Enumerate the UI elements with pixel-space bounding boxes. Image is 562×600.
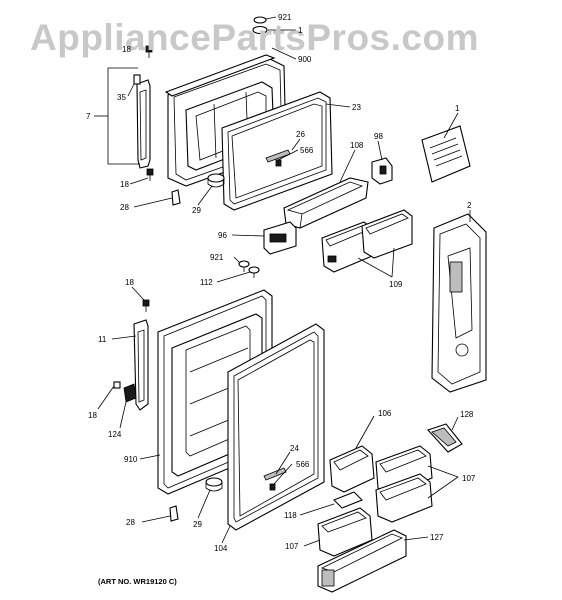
callout-1-top: 1 xyxy=(298,26,303,35)
door-bin-107b xyxy=(375,473,433,523)
freezer-gasket xyxy=(221,91,333,211)
callout-910: 910 xyxy=(124,455,138,464)
callout-18-b: 18 xyxy=(120,180,129,189)
part-96 xyxy=(263,221,297,255)
callout-26: 26 xyxy=(296,130,305,139)
callout-921-b: 921 xyxy=(210,253,224,262)
fresh-food-gasket xyxy=(227,323,325,531)
callout-28-a: 28 xyxy=(120,203,129,212)
freezer-cap-35 xyxy=(133,74,141,85)
callout-23: 23 xyxy=(352,103,361,112)
plug-921-mid xyxy=(238,260,250,272)
door-stop-24 xyxy=(263,467,287,491)
callout-921-top: 921 xyxy=(278,13,292,22)
manual-1 xyxy=(421,125,471,183)
hinge-124 xyxy=(113,381,137,403)
freezer-handle xyxy=(136,79,151,169)
callout-29-b: 29 xyxy=(193,520,202,529)
callout-124: 124 xyxy=(108,430,122,439)
plug-921-top xyxy=(252,16,268,35)
screw-18-lower xyxy=(146,168,154,181)
cover-2 xyxy=(431,213,487,393)
callout-18-d: 18 xyxy=(88,411,97,420)
callout-107-a: 107 xyxy=(462,474,476,483)
door-bin-107c xyxy=(317,507,373,557)
callout-35: 35 xyxy=(117,93,126,102)
callout-107-b: 107 xyxy=(285,542,299,551)
callout-900: 900 xyxy=(298,55,312,64)
callout-98: 98 xyxy=(374,132,383,141)
cup-29-bottom xyxy=(205,477,223,492)
art-number: (ART NO. WR19120 C) xyxy=(98,577,177,586)
callout-109: 109 xyxy=(389,280,403,289)
callout-2: 2 xyxy=(467,201,472,210)
callout-96: 96 xyxy=(218,231,227,240)
callout-11: 11 xyxy=(98,335,107,344)
callout-28-b: 28 xyxy=(126,518,135,527)
callout-128: 128 xyxy=(460,410,474,419)
insert-118 xyxy=(333,491,363,509)
callout-18-c: 18 xyxy=(125,278,134,287)
fresh-food-handle xyxy=(133,319,149,411)
callout-118: 118 xyxy=(284,511,297,520)
callout-127: 127 xyxy=(430,533,444,542)
cup-29-top xyxy=(207,173,225,188)
dairy-bin-106 xyxy=(329,445,375,493)
callout-29-a: 29 xyxy=(192,206,201,215)
callout-18-a: 18 xyxy=(122,45,131,54)
screw-18-c xyxy=(142,299,150,312)
callout-24: 24 xyxy=(290,444,299,453)
callout-1: 1 xyxy=(455,104,460,113)
door-bin-109b xyxy=(361,209,413,259)
callout-566-a: 566 xyxy=(300,146,314,155)
leader-lines xyxy=(94,16,471,547)
plug-112 xyxy=(248,266,260,278)
callout-106: 106 xyxy=(378,409,392,418)
callout-7: 7 xyxy=(86,112,91,121)
watermark-text: AppliancePartsPros.com xyxy=(30,17,479,58)
bracket-128 xyxy=(427,423,463,453)
callout-104: 104 xyxy=(214,544,228,553)
callout-566-b: 566 xyxy=(296,460,310,469)
foot-28-top xyxy=(171,189,181,206)
foot-28-bottom xyxy=(169,505,179,522)
callout-108: 108 xyxy=(350,141,364,150)
bracket-98 xyxy=(371,157,393,185)
door-shelf-127 xyxy=(317,529,407,593)
callout-112: 112 xyxy=(200,278,213,287)
callout-labels: 921 1 900 18 35 7 23 1 98 26 566 108 18 … xyxy=(86,13,476,553)
